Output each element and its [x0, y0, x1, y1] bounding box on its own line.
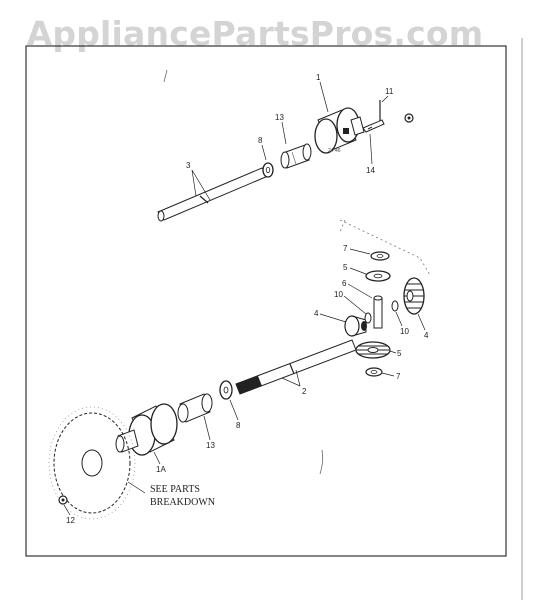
label-12: 12	[66, 516, 75, 525]
upper-shaft-3	[157, 167, 269, 222]
label-10-a: 10	[334, 290, 343, 299]
spacer-10-right	[391, 300, 399, 312]
lower-bushing-13	[177, 393, 213, 423]
label-13-top: 13	[275, 113, 284, 122]
diagram-frame	[25, 45, 507, 557]
washer-7-bottom	[365, 367, 383, 377]
label-5-top: 5	[343, 263, 348, 272]
label-14: 14	[366, 166, 375, 175]
label-7-top: 7	[343, 244, 348, 253]
stray-mark-1	[163, 69, 168, 83]
label-13-bottom: 13	[206, 441, 215, 450]
label-10-b: 10	[400, 327, 409, 336]
upper-washer-8	[262, 162, 274, 178]
leader-lines	[63, 81, 426, 516]
spacer-10-left	[364, 312, 372, 324]
lower-shaft-2	[235, 339, 357, 395]
label-8-top: 8	[258, 136, 263, 145]
cross-pin-6	[373, 295, 383, 329]
label-5-bottom: 5	[397, 349, 402, 358]
see-parts-note-line1: SEE PARTS	[150, 484, 200, 495]
bevel-gear-5-bottom	[355, 341, 391, 359]
see-parts-note-line2: BREAKDOWN	[150, 497, 215, 508]
bevel-gear-4-right	[403, 277, 425, 315]
gear-box-outline	[339, 219, 431, 276]
upper-nut	[404, 113, 414, 123]
key-14	[362, 119, 385, 133]
label-6: 6	[342, 279, 347, 288]
sprocket-dashed	[48, 406, 136, 520]
washer-7-top	[370, 251, 390, 261]
washer-5-top	[365, 270, 391, 282]
upper-hub-1: 24 46	[314, 107, 365, 154]
svg-text:24 46: 24 46	[328, 148, 341, 154]
label-1: 1	[316, 73, 321, 82]
label-2: 2	[302, 387, 307, 396]
label-4-left: 4	[314, 309, 319, 318]
upper-bushing-13	[280, 143, 312, 169]
label-4-right: 4	[424, 331, 429, 340]
nut-12	[58, 495, 68, 505]
label-7-bottom: 7	[396, 372, 401, 381]
lower-washer-8	[219, 380, 233, 400]
label-8-bottom: 8	[236, 421, 241, 430]
pinion-gear-4-left	[344, 315, 367, 337]
label-11: 11	[385, 87, 394, 96]
label-1A: 1A	[156, 465, 166, 474]
label-3: 3	[186, 161, 191, 170]
stray-mark-2	[319, 449, 324, 475]
lower-hub-1A	[115, 403, 178, 456]
